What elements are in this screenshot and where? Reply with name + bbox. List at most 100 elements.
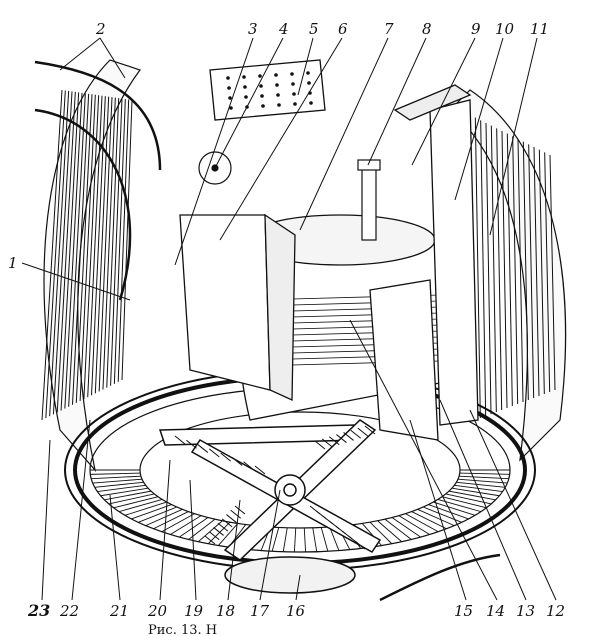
stator-winding-line xyxy=(405,513,439,533)
callout-21: 21 xyxy=(109,602,129,620)
callout-3: 3 xyxy=(248,20,258,38)
spring-coil xyxy=(364,425,376,435)
spring-coil xyxy=(213,527,224,536)
plate-hole xyxy=(291,82,295,86)
stator-winding-line xyxy=(457,478,508,484)
plate-hole xyxy=(307,81,311,85)
callout-7: 7 xyxy=(384,20,394,38)
top-plate-holes xyxy=(226,71,313,110)
plate-hole xyxy=(261,104,265,108)
stator-winding-line xyxy=(100,487,149,497)
callout-10: 10 xyxy=(495,20,515,38)
stator-winding-line xyxy=(138,506,177,523)
plate-hole xyxy=(306,71,310,75)
callout-14: 14 xyxy=(486,602,505,620)
stator-winding-line xyxy=(428,504,469,520)
left-rib-line xyxy=(106,98,120,388)
right-rib-line xyxy=(544,152,551,393)
figure-caption: Рис. 13. Н xyxy=(148,623,217,636)
callout-12: 12 xyxy=(546,602,565,620)
left-rib-line xyxy=(102,97,116,390)
bracket-left xyxy=(179,213,296,402)
spring-coil xyxy=(226,514,237,523)
spring-coil xyxy=(186,439,197,449)
callout-8: 8 xyxy=(422,20,432,38)
right-rib-line xyxy=(533,146,540,397)
spring-coil xyxy=(336,434,347,443)
callout-9: 9 xyxy=(471,20,481,38)
stator-winding-line xyxy=(91,475,141,480)
spring-coil xyxy=(230,509,242,519)
stator-winding-line xyxy=(104,490,152,501)
callout-13: 13 xyxy=(516,602,535,620)
spring-coil xyxy=(204,535,216,545)
stator-winding-line xyxy=(161,513,195,533)
spring-coil xyxy=(197,444,209,453)
stator-winding-line xyxy=(441,496,487,509)
callout-22: 22 xyxy=(59,602,79,620)
left-rib-line xyxy=(64,92,83,409)
stator-winding-line xyxy=(108,493,155,505)
stator-winding-line xyxy=(218,523,239,546)
right-rib-line xyxy=(528,144,535,399)
stator-winding-line xyxy=(433,501,476,516)
leader-lines xyxy=(21,37,557,601)
plate-hole xyxy=(258,74,262,78)
spring-coil xyxy=(234,505,246,515)
callout-18: 18 xyxy=(216,602,235,620)
plate-hole xyxy=(276,93,280,97)
stator-winding-line xyxy=(303,527,307,552)
left-rib-line xyxy=(49,90,70,417)
plate-hole xyxy=(227,86,231,90)
left-rib-line xyxy=(60,92,80,411)
callout-5: 5 xyxy=(309,20,319,38)
left-rib-line xyxy=(52,91,73,415)
stator-winding-line xyxy=(329,526,340,551)
plate-hole xyxy=(290,72,294,76)
plate-hole xyxy=(309,101,313,105)
left-rib-line xyxy=(68,93,86,407)
right-rib-line xyxy=(490,125,497,413)
callout-6: 6 xyxy=(338,20,348,38)
left-rib-line xyxy=(41,89,63,421)
stator-winding-line xyxy=(391,517,421,538)
right-rib-line xyxy=(485,122,492,415)
stator-winding-line xyxy=(207,521,231,545)
stator-winding-line xyxy=(145,508,183,527)
plate-hole xyxy=(243,85,247,89)
stator-winding-line xyxy=(179,517,209,538)
plate-hole xyxy=(292,92,296,96)
spring-coil xyxy=(221,518,233,528)
left-rib-line xyxy=(83,95,100,400)
left-rib-line xyxy=(121,99,133,381)
top-callouts: 2 3 4 5 6 7 8 9 10 11 xyxy=(95,20,549,38)
top-plate xyxy=(209,59,326,121)
spring-coil xyxy=(354,540,366,550)
bracket-right xyxy=(369,84,479,441)
left-rib-line xyxy=(75,94,93,403)
right-rib-line xyxy=(480,120,487,417)
studs xyxy=(357,159,381,241)
spring-coil xyxy=(314,440,326,450)
left-rib-line xyxy=(79,94,96,401)
right-rib-line xyxy=(522,141,529,401)
stator-winding-line xyxy=(113,496,159,509)
stator-winding-line xyxy=(459,472,510,475)
plate-hole xyxy=(242,75,246,79)
callout-4: 4 xyxy=(278,20,289,38)
callout-17: 17 xyxy=(250,602,270,620)
stator-winding-line xyxy=(131,504,172,520)
spring-coil xyxy=(357,427,369,437)
stator-winding-line xyxy=(94,481,144,488)
spring-coil xyxy=(328,436,340,446)
plate-hole xyxy=(274,73,278,77)
stator-winding-line xyxy=(90,472,141,475)
stator-winding-line xyxy=(92,478,143,484)
right-rib-line xyxy=(501,130,508,409)
spring-coil xyxy=(231,457,243,466)
left-rib-line xyxy=(98,97,113,392)
stator-winding-line xyxy=(97,484,146,493)
right-rib-line xyxy=(496,128,503,411)
spring-coil xyxy=(208,448,220,458)
